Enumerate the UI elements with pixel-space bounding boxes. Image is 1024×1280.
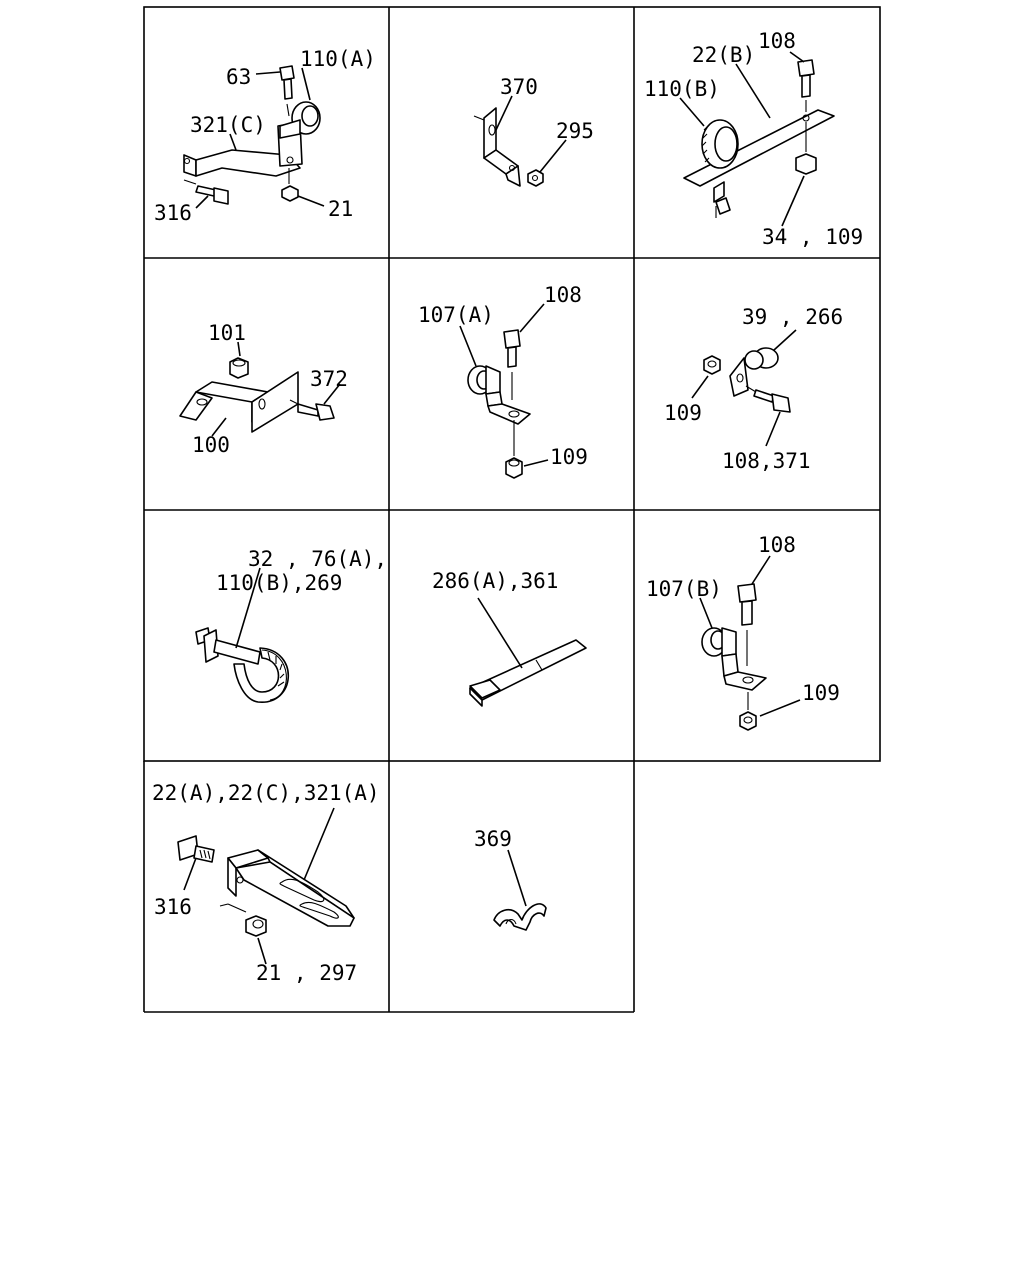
label-107a: 107(A): [418, 303, 494, 327]
label-286a-361: 286(A),361: [432, 569, 558, 593]
cell-9: 108 107(B) 109: [646, 533, 840, 731]
spacer-101: [229, 357, 249, 379]
grid-lines: [143, 6, 881, 1013]
cell-8: 286(A),361: [432, 569, 587, 707]
label-109-c5: 109: [550, 445, 588, 469]
label-108-371: 108,371: [722, 449, 811, 473]
nut-109-c9: [739, 692, 757, 731]
label-108-c5: 108: [544, 283, 582, 307]
label-108: 108: [758, 29, 796, 53]
clamp-110b: [701, 119, 739, 169]
label-63: 63: [226, 65, 251, 89]
label-370: 370: [500, 75, 538, 99]
label-316-c10: 316: [154, 895, 192, 919]
label-21-297: 21 , 297: [256, 961, 357, 985]
label-22b: 22(B): [692, 43, 755, 67]
nut-21: [281, 168, 299, 202]
label-32-76a: 32 , 76(A),: [248, 547, 387, 571]
cable-tie-286a: [469, 639, 587, 707]
cell-10: 22(A),22(C),321(A) 316 21 , 297: [152, 781, 380, 985]
label-321c: 321(C): [190, 113, 266, 137]
label-110b-269: 110(B),269: [216, 571, 342, 595]
label-39-266: 39 , 266: [742, 305, 843, 329]
cell-6: 39 , 266 109 108,371: [664, 305, 843, 473]
label-372: 372: [310, 367, 348, 391]
clamp-110a: [279, 101, 321, 139]
cell-4: 101 372 100: [179, 321, 348, 457]
clip-369: [493, 903, 547, 931]
bracket-100: [179, 371, 299, 433]
cell-3: 22(B) 108 110(B) 34 , 109: [644, 29, 863, 249]
band-clamp-32: [195, 627, 290, 703]
cell-2: 370 295: [473, 75, 594, 187]
cell-7: 32 , 76(A), 110(B),269: [195, 547, 387, 703]
label-100: 100: [192, 433, 230, 457]
nut-109-c5: [505, 420, 523, 479]
label-110b: 110(B): [644, 77, 720, 101]
label-295: 295: [556, 119, 594, 143]
bolt-108-c9: [737, 583, 757, 666]
nut-109-c6: [703, 355, 721, 375]
bracket-22a: [227, 849, 355, 927]
cell-11: 369: [474, 827, 547, 931]
clamp-107a: [467, 365, 531, 425]
nut-295: [527, 169, 544, 187]
bracket-370: [473, 107, 521, 187]
label-34-109: 34 , 109: [762, 225, 863, 249]
bolt-63: [279, 65, 295, 117]
label-101: 101: [208, 321, 246, 345]
label-21: 21: [328, 197, 353, 221]
bolt-372: [289, 399, 335, 421]
cell-1: 63 110(A) 321(C) 316 21: [154, 47, 376, 225]
bolt-316-c10: [177, 835, 215, 863]
clamp-107b: [701, 627, 767, 691]
label-369: 369: [474, 827, 512, 851]
nut-21-297: [219, 903, 267, 937]
label-22a-22c-321a: 22(A),22(C),321(A): [152, 781, 380, 805]
clip-39-266: [729, 347, 779, 397]
spacer-34: [795, 122, 817, 175]
bolt-108-371: [745, 385, 791, 413]
bolt-108: [797, 59, 815, 112]
bolt-108-c5: [503, 329, 521, 400]
label-109-c6: 109: [664, 401, 702, 425]
bolt-316: [183, 179, 229, 205]
label-316: 316: [154, 201, 192, 225]
label-108-c9: 108: [758, 533, 796, 557]
label-109-c9: 109: [802, 681, 840, 705]
cell-5: 108 107(A) 109: [418, 283, 588, 479]
label-107b: 107(B): [646, 577, 722, 601]
label-110a: 110(A): [300, 47, 376, 71]
